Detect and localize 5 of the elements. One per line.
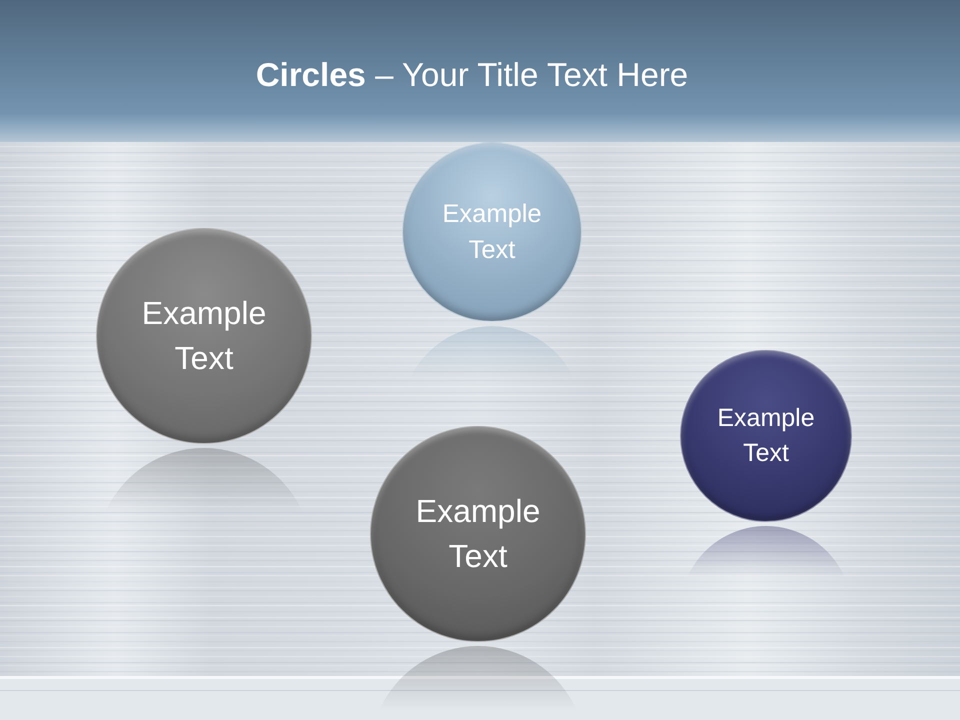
node-label: Example Text: [414, 492, 542, 576]
node-label: Example Text: [716, 402, 816, 469]
node-label: Example Text: [441, 198, 543, 266]
slide-title: Circles – Your Title Text Here: [254, 55, 690, 95]
node-label: Example Text: [140, 294, 268, 378]
